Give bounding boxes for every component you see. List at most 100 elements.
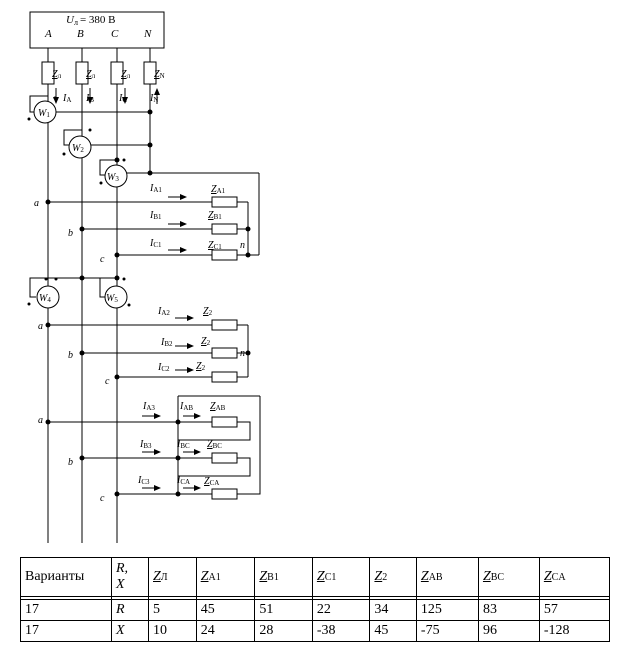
current-label-n: IN (149, 93, 158, 104)
line-impedance-n (143, 61, 157, 85)
load2-impedance-label-b: Z2 (201, 336, 211, 347)
header-z-c1: ZC1 (311, 557, 371, 597)
load1-current-c: IC1 (149, 238, 162, 249)
load2-impedance-label-a: Z2 (203, 306, 213, 317)
load1-impedance-c (211, 249, 238, 261)
load3-line-current-c: IC3 (137, 475, 150, 486)
wattmeter-w2 (68, 135, 92, 159)
load2-current-c: IC2 (157, 362, 170, 373)
parameters-table: Варианты R,X ZЛ ZA1 ZB1 ZC1 Z2 ZAB ZBC Z… (20, 557, 611, 642)
row-x-cell: -75 (415, 620, 479, 642)
load1-impedance-label-b: ZB1 (208, 210, 222, 221)
header-z-bc: ZBC (477, 557, 540, 597)
load1-impedance-label-c: ZC1 (208, 240, 222, 251)
load3-bc-return (178, 457, 251, 477)
load2-current-a: IA2 (157, 306, 170, 317)
load1-impedance-b (211, 223, 238, 235)
load2-impedance-label-c: Z2 (196, 361, 206, 372)
row-x-kind: X (111, 620, 149, 642)
w1-junction (147, 109, 153, 115)
line-impedance-label-a: Zл (52, 69, 62, 80)
load3-impedance-label-ca: ZCA (204, 476, 219, 487)
row-r-cell: 51 (254, 599, 313, 621)
node-label-n1: n (240, 240, 245, 251)
row-x-cell: 45 (369, 620, 417, 642)
load3-impedance-label-bc: ZBC (207, 439, 222, 450)
node-label-a1: a (34, 198, 39, 209)
table-header-row: Варианты R,X ZЛ ZA1 ZB1 ZC1 Z2 ZAB ZBC Z… (20, 557, 611, 597)
row-x-cell: -38 (311, 620, 371, 642)
header-variants: Варианты (20, 557, 112, 597)
phase-label-b: B (77, 28, 84, 40)
load3-impedance-bc (211, 452, 238, 464)
current-label-b: IB (85, 93, 94, 104)
load1-impedance-label-a: ZA1 (211, 184, 226, 195)
node-label-a3: a (38, 415, 43, 426)
row-r-variant: 17 (20, 599, 112, 621)
wattmeter-w1-label: W1 (38, 108, 50, 119)
node-label-a2: a (38, 321, 43, 332)
row-x-cell: 96 (477, 620, 540, 642)
node-label-b3: b (68, 457, 73, 468)
wattmeter-w4-label: W4 (39, 293, 51, 304)
load3-phase-current-ca: ICA (176, 475, 190, 486)
load3-impedance-ca (211, 488, 238, 500)
phase-label-c: C (111, 28, 119, 40)
load2-impedance-a (211, 319, 238, 331)
load3-line-current-b: IB3 (139, 439, 152, 450)
node-label-c2: c (105, 376, 110, 387)
row-r-cell: 22 (311, 599, 371, 621)
source-box (29, 11, 165, 49)
row-r-cell: 45 (195, 599, 256, 621)
line-impedance-label-b: Zл (86, 69, 96, 80)
row-r-cell: 57 (538, 599, 611, 621)
row-x-cell: 10 (148, 620, 197, 642)
wattmeter-w3 (104, 164, 128, 188)
wattmeter-w1 (33, 100, 57, 124)
table-row: 17 R 5 45 51 22 34 125 83 57 (20, 599, 611, 621)
load3-phase-current-ab: IAB (179, 401, 193, 412)
w5-current-coil (99, 277, 117, 298)
line-impedance-label-n: ZN (154, 69, 165, 80)
header-z-b1: ZB1 (254, 557, 313, 597)
header-z-2: Z2 (369, 557, 417, 597)
current-label-a: IA (62, 93, 71, 104)
circuit-diagram: Uл= 380 В A B C N Zл Zл Zл ZN IA IB IC I… (27, 11, 261, 543)
load2-impedance-c (211, 371, 238, 383)
line-impedance-a (41, 61, 55, 85)
load1-impedance-a (211, 196, 238, 208)
load3-impedance-ab (211, 416, 238, 428)
node-label-b2: b (68, 350, 73, 361)
w4-current-coil (29, 277, 48, 298)
load3-line-current-a: IA3 (142, 401, 155, 412)
load3-ca-return (237, 396, 261, 495)
wattmeter-w5-label: W5 (106, 293, 118, 304)
row-x-cell: -128 (538, 620, 611, 642)
w1-current-coil (29, 95, 48, 113)
load3-ab-return (178, 421, 251, 441)
current-label-c: IC (118, 93, 127, 104)
line-impedance-c (110, 61, 124, 85)
wattmeter-w5 (104, 285, 128, 309)
node-label-c1: c (100, 254, 105, 265)
header-z-line: ZЛ (148, 557, 197, 597)
load2-impedance-b (211, 347, 238, 359)
w2-current-coil (63, 129, 82, 146)
phase-label-a: A (44, 28, 52, 40)
phase-label-n: N (143, 28, 152, 40)
source-voltage-label: Uл= 380 В (66, 14, 116, 27)
header-z-a1: ZA1 (195, 557, 256, 597)
node-label-n2: n (240, 348, 245, 359)
row-r-cell: 34 (369, 599, 417, 621)
header-z-ca: ZCA (538, 557, 611, 597)
node-label-c3: c (100, 493, 105, 504)
row-r-cell: 5 (148, 599, 197, 621)
table-row: 17 X 10 24 28 -38 45 -75 96 -128 (20, 620, 611, 642)
row-r-cell: 125 (415, 599, 479, 621)
row-x-cell: 28 (254, 620, 313, 642)
load1-current-b: IB1 (149, 210, 162, 221)
load2-current-b: IB2 (160, 337, 173, 348)
row-r-cell: 83 (477, 599, 540, 621)
load3-impedance-label-ab: ZAB (210, 401, 226, 412)
row-r-kind: R (111, 599, 149, 621)
